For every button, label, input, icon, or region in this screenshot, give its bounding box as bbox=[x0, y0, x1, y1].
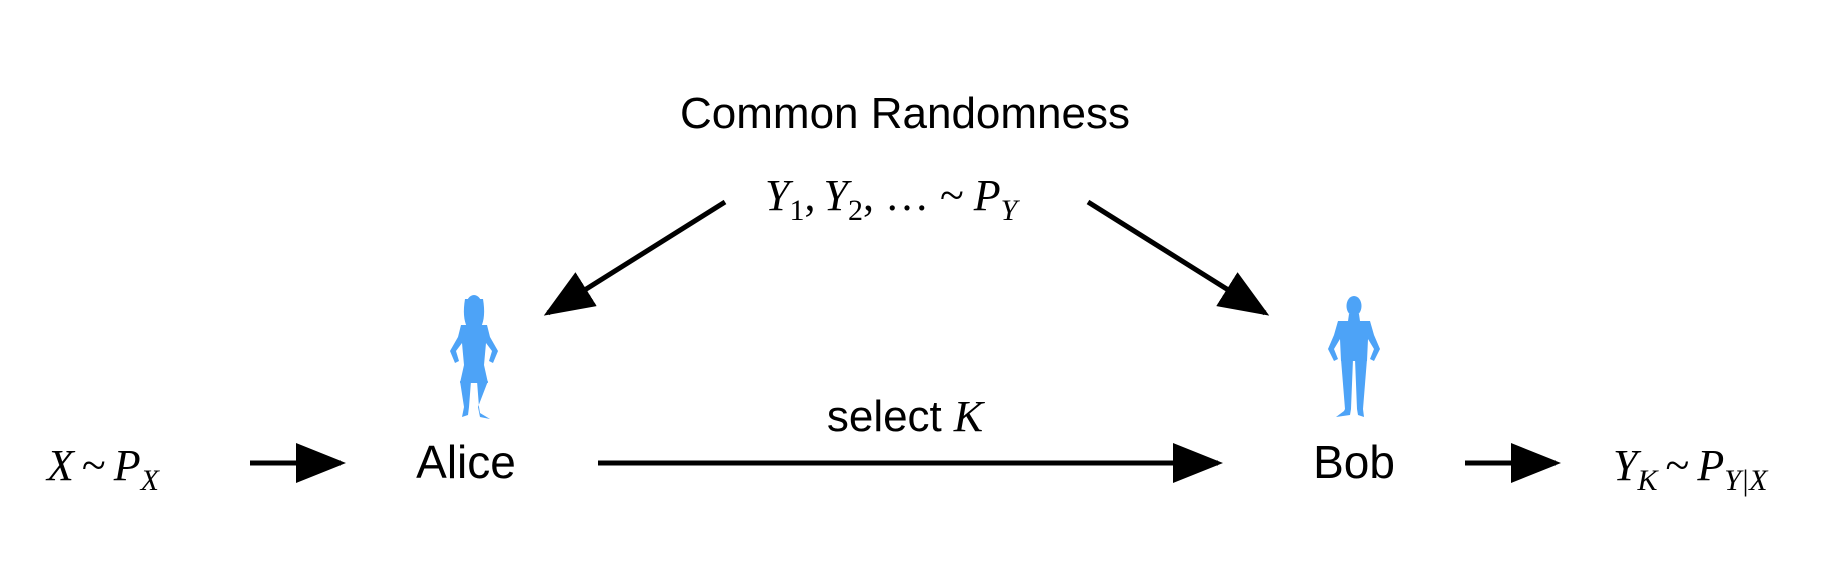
alice-label: Alice bbox=[416, 436, 516, 488]
ellipsis-tilde: , … ~ bbox=[863, 171, 964, 220]
message-text: select bbox=[827, 392, 942, 441]
tilde-symbol: ~ bbox=[82, 441, 106, 490]
person-male-icon bbox=[1328, 296, 1380, 417]
arrow-to-bob bbox=[1086, 199, 1270, 316]
bob-label: Bob bbox=[1313, 436, 1395, 488]
x-symbol: X bbox=[45, 441, 76, 490]
p-symbol: P bbox=[973, 171, 1001, 220]
y-symbol: Y bbox=[1613, 441, 1642, 490]
y-symbol-2: Y bbox=[823, 171, 852, 220]
arrow-to-alice bbox=[543, 199, 727, 316]
comma-separator: , bbox=[804, 171, 815, 220]
y-symbol: Y bbox=[765, 171, 794, 220]
subscript-2: 2 bbox=[848, 194, 863, 227]
diagram-title: Common Randomness bbox=[680, 89, 1130, 138]
message-variable: K bbox=[953, 392, 986, 441]
tilde-symbol: ~ bbox=[1666, 441, 1690, 490]
common-randomness-expression: Y1,Y2, … ~PY bbox=[765, 171, 1021, 227]
person-female-icon bbox=[450, 295, 498, 419]
p-subscript: Y bbox=[1001, 194, 1021, 227]
p-symbol: P bbox=[1696, 441, 1724, 490]
p-symbol: P bbox=[113, 441, 141, 490]
p-subscript: Y|X bbox=[1724, 464, 1769, 497]
output-expression: YK~PY|X bbox=[1613, 441, 1769, 497]
input-expression: X~PX bbox=[45, 441, 161, 497]
y-subscript: K bbox=[1636, 464, 1659, 497]
p-subscript: X bbox=[140, 464, 161, 497]
subscript-1: 1 bbox=[789, 194, 804, 227]
